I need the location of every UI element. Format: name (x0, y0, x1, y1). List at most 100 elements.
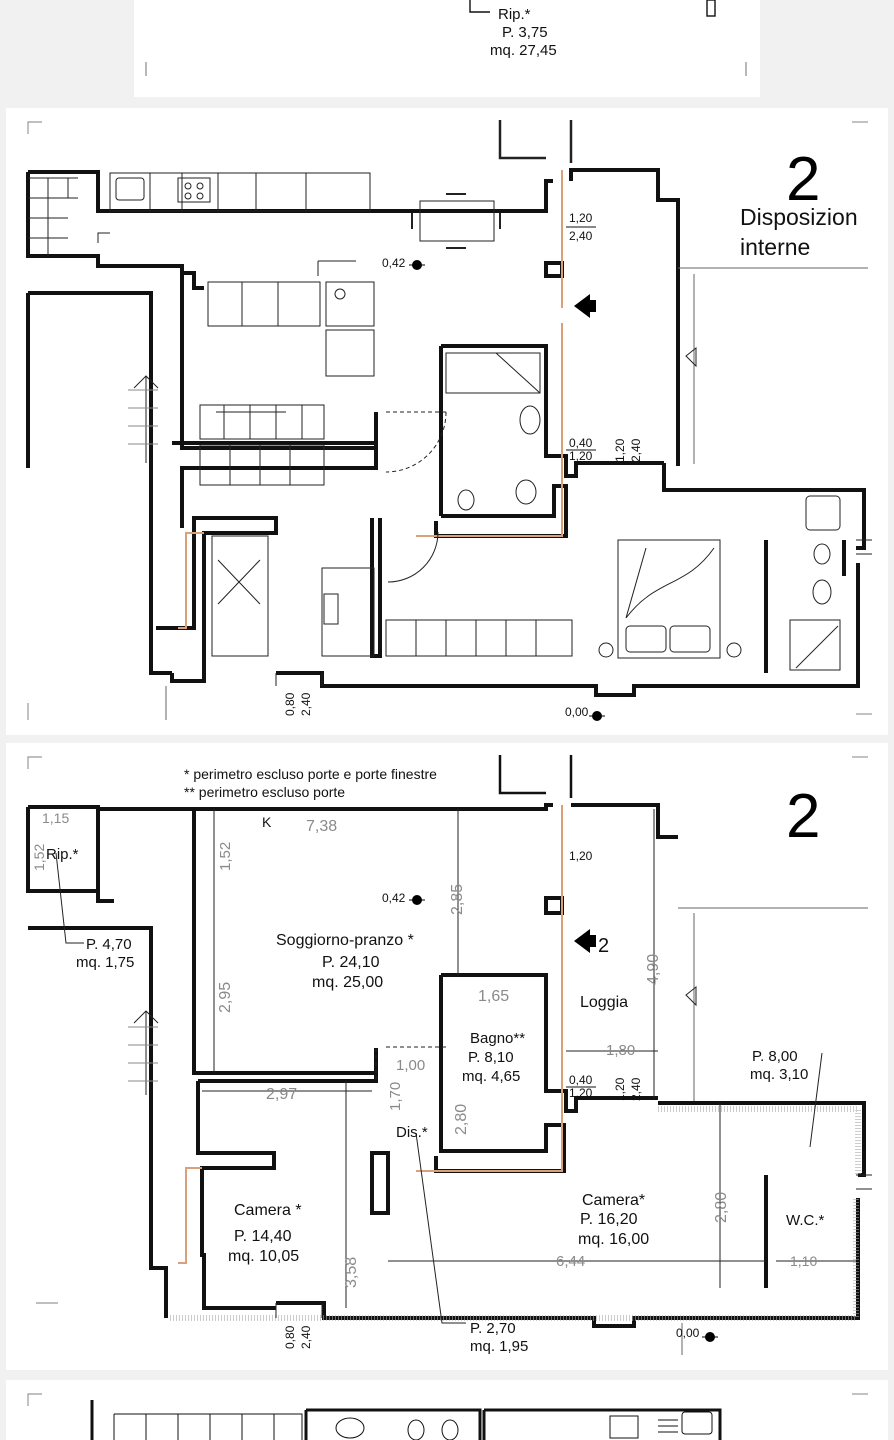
dim-label: 2,85 (449, 884, 466, 915)
wardrobe-doors (415, 620, 537, 656)
wardrobe (199, 444, 325, 486)
dim-label: 7,38 (306, 818, 337, 835)
wall-north (28, 170, 553, 213)
nightstand (598, 642, 614, 658)
counter-lines (145, 1414, 275, 1440)
room-wc-area: mq. 3,10 (750, 1066, 808, 1083)
armchair-icon (325, 329, 375, 377)
dim-label: 2,40 (629, 438, 643, 462)
dim-label: 1,20 (613, 438, 627, 462)
window (856, 1174, 872, 1190)
note-perimeter-doors-windows: * perimetro escluso porte e porte finest… (184, 766, 437, 782)
wall (304, 1408, 482, 1440)
entry-arrow-icon (574, 929, 596, 953)
dim-label: 0,40 (569, 1073, 593, 1087)
room-camera2-perimeter: P. 16,20 (580, 1211, 638, 1228)
burner (196, 192, 204, 200)
wall-stair (28, 291, 172, 675)
single-bed-icon (211, 535, 269, 657)
door-mark (97, 232, 110, 243)
sheet-title: Disposizion (740, 204, 858, 230)
wall-north (28, 803, 553, 811)
shower-line (795, 625, 839, 669)
toilet-icon (812, 579, 832, 605)
toilet-icon (515, 479, 537, 505)
dim-label: 2,97 (266, 1086, 297, 1103)
wall-east-upper (569, 168, 680, 466)
dim-label: 1,52 (217, 842, 234, 871)
dim-label: 1,52 (31, 844, 47, 871)
arrow-mark (685, 985, 697, 1007)
wall-room1 (196, 1081, 276, 1310)
elevation-marker (589, 711, 605, 721)
stove-icon (177, 177, 211, 203)
stair-steps (128, 1026, 158, 1082)
wall-corridor-north (198, 1048, 378, 1083)
lamp (334, 288, 346, 300)
sink-icon (681, 1411, 713, 1435)
chair (323, 593, 339, 625)
dim-label: 4,90 (645, 954, 662, 985)
window-mark (706, 0, 716, 17)
shower-icon (789, 619, 841, 671)
wall (482, 1408, 722, 1440)
wall-living-west (192, 809, 376, 1075)
stair-arrow (133, 1010, 159, 1095)
bidet-icon (813, 543, 831, 565)
wall-stair (28, 926, 168, 1318)
elevation-marker (702, 1332, 718, 1342)
window (275, 1303, 323, 1318)
dim-label: 0,80 (283, 1325, 297, 1349)
sheet-number: 2 (786, 782, 820, 851)
wall-bath (441, 973, 658, 1113)
room-soggiorno-name: Soggiorno-pranzo * (276, 932, 414, 949)
wall-living-south (180, 266, 376, 450)
terrace-line (678, 267, 868, 464)
double-bed-icon (617, 539, 721, 659)
burner (184, 192, 192, 200)
dining-table (419, 200, 495, 242)
dim-label: 2,80 (453, 1104, 470, 1135)
room-dis-perimeter: P. 2,70 (470, 1320, 516, 1337)
plan-sheet-dimensions: 2 0,42 0,00 * perimetro escluso porte e … (6, 743, 888, 1370)
wall-north-east (571, 803, 678, 839)
washbasin-icon (519, 405, 541, 435)
dim-label: 3,58 (343, 1257, 360, 1288)
room-camera2-name: Camera* (582, 1192, 645, 1209)
room-dis-name: Dis.* (396, 1124, 428, 1141)
room-rip-perimeter: P. 4,70 (86, 936, 132, 953)
door-swing (385, 411, 447, 473)
dim-label: 0,40 (569, 436, 593, 450)
room-soggiorno-area: mq. 25,00 (312, 974, 383, 991)
elevation-label: 0,42 (382, 256, 406, 270)
floor-plan-furnished: 0,42 0,00 1,20 2,40 0,40 1,20 1,20 2,40 … (26, 120, 872, 721)
entry-walls (498, 120, 573, 163)
room-area: mq. 27,45 (490, 42, 557, 59)
kitchen-counter (109, 172, 371, 212)
entry-arrow-icon (574, 294, 596, 318)
dim-label: 6,44 (556, 1253, 585, 1270)
terrace-line (678, 907, 868, 1101)
railing-line (416, 805, 563, 1172)
window (275, 673, 323, 686)
sink-icon (115, 177, 145, 201)
room-name: Rip.* (498, 6, 531, 23)
stair-steps (128, 389, 158, 445)
desk-icon (321, 567, 375, 657)
corner-mark (27, 756, 42, 769)
burner (196, 182, 204, 190)
room-rip-name: Rip.* (46, 846, 79, 863)
sheet-number: 2 (786, 145, 820, 214)
dim-label: 2,95 (217, 982, 234, 1013)
room-rip-area: mq. 1,75 (76, 954, 134, 971)
wall-south (276, 1198, 860, 1328)
counter (113, 1413, 303, 1440)
shelf-unit (199, 404, 325, 440)
shower-line (495, 352, 541, 394)
dim-label: 2,40 (299, 692, 313, 716)
dim-label: 0,80 (283, 692, 297, 716)
washbasin-icon (335, 1417, 365, 1439)
dim-label: 1,20 (569, 1086, 593, 1100)
leader-line (809, 1052, 823, 1148)
room-camera1-name: Camera * (234, 1202, 302, 1219)
